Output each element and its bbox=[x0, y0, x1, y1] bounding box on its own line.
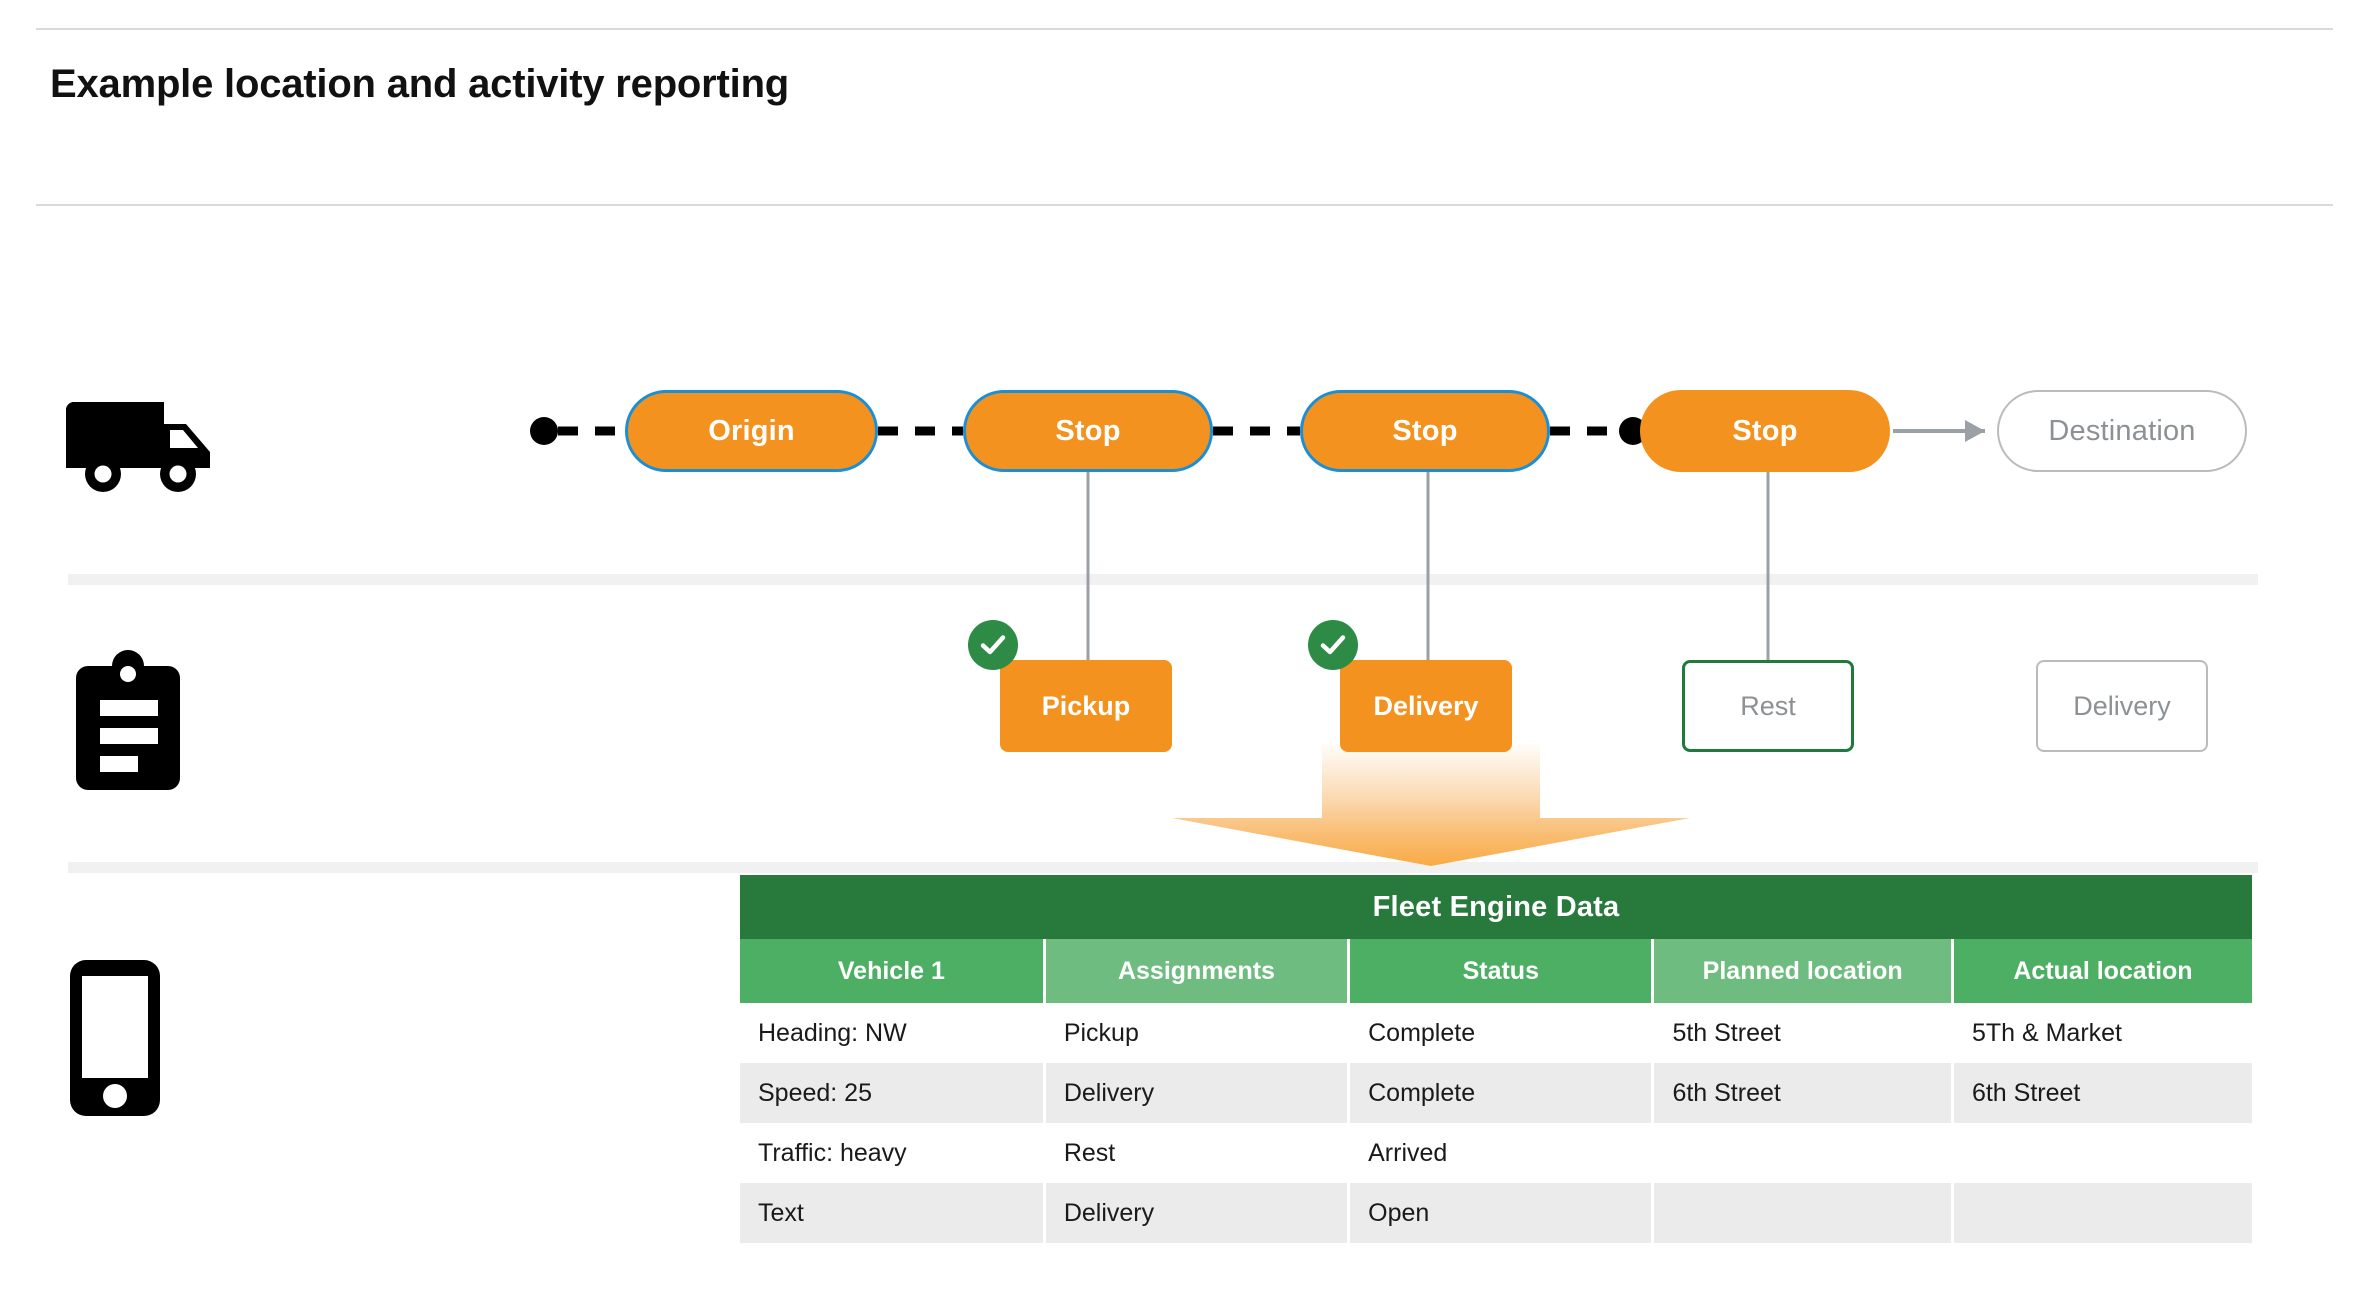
cell-vehicle: Text bbox=[740, 1183, 1046, 1243]
check-circle-icon bbox=[968, 620, 1018, 670]
activity-box-delivery-open[interactable]: Delivery bbox=[2036, 660, 2208, 752]
cell-status: Open bbox=[1348, 1183, 1655, 1243]
check-circle-icon bbox=[1308, 620, 1358, 670]
row-separator-band-2 bbox=[68, 862, 2258, 873]
table-header-row: Vehicle 1 Assignments Status Planned loc… bbox=[740, 939, 2252, 1003]
cell-vehicle: Heading: NW bbox=[740, 1003, 1046, 1063]
data-flow-arrow bbox=[1172, 744, 1690, 866]
route-node-stop-2[interactable]: Stop bbox=[1300, 390, 1550, 472]
route-start-dot bbox=[530, 417, 558, 445]
cell-status: Complete bbox=[1348, 1003, 1655, 1063]
activity-box-rest[interactable]: Rest bbox=[1682, 660, 1854, 752]
route-node-stop-3[interactable]: Stop bbox=[1640, 390, 1890, 472]
cell-planned-location bbox=[1652, 1123, 1954, 1183]
column-header-actual-location[interactable]: Actual location bbox=[1952, 939, 2252, 1003]
title-divider bbox=[36, 204, 2333, 206]
cell-actual-location: 6th Street bbox=[1952, 1063, 2252, 1123]
cell-status: Arrived bbox=[1348, 1123, 1655, 1183]
cell-planned-location: 5th Street bbox=[1652, 1003, 1954, 1063]
fleet-engine-data-table: Fleet Engine Data Vehicle 1 Assignments … bbox=[740, 875, 2252, 1243]
cell-actual-location bbox=[1952, 1123, 2252, 1183]
cell-planned-location bbox=[1652, 1183, 1954, 1243]
row-separator-band-1 bbox=[68, 574, 2258, 585]
cell-assignment: Pickup bbox=[1044, 1003, 1351, 1063]
cell-vehicle: Traffic: heavy bbox=[740, 1123, 1046, 1183]
top-divider bbox=[36, 28, 2333, 30]
truck-icon bbox=[66, 394, 221, 494]
route-node-stop-1[interactable]: Stop bbox=[963, 390, 1213, 472]
activity-box-delivery[interactable]: Delivery bbox=[1340, 660, 1512, 752]
column-header-assignments[interactable]: Assignments bbox=[1044, 939, 1351, 1003]
table-title: Fleet Engine Data bbox=[740, 875, 2252, 939]
activity-box-pickup[interactable]: Pickup bbox=[1000, 660, 1172, 752]
table-row: Speed: 25 Delivery Complete 6th Street 6… bbox=[740, 1063, 2252, 1123]
route-node-origin[interactable]: Origin bbox=[625, 390, 878, 472]
cell-vehicle: Speed: 25 bbox=[740, 1063, 1046, 1123]
table-row: Heading: NW Pickup Complete 5th Street 5… bbox=[740, 1003, 2252, 1063]
cell-status: Complete bbox=[1348, 1063, 1655, 1123]
table-title-row: Fleet Engine Data bbox=[740, 875, 2252, 939]
table-row: Text Delivery Open bbox=[740, 1183, 2252, 1243]
column-header-planned-location[interactable]: Planned location bbox=[1652, 939, 1954, 1003]
clipboard-icon bbox=[68, 648, 188, 793]
cell-assignment: Delivery bbox=[1044, 1063, 1351, 1123]
cell-planned-location: 6th Street bbox=[1652, 1063, 1954, 1123]
page-title: Example location and activity reporting bbox=[50, 62, 790, 106]
column-header-status[interactable]: Status bbox=[1348, 939, 1655, 1003]
cell-actual-location: 5Th & Market bbox=[1952, 1003, 2252, 1063]
column-header-vehicle[interactable]: Vehicle 1 bbox=[740, 939, 1046, 1003]
cell-assignment: Delivery bbox=[1044, 1183, 1351, 1243]
phone-icon bbox=[66, 958, 164, 1118]
cell-actual-location bbox=[1952, 1183, 2252, 1243]
cell-assignment: Rest bbox=[1044, 1123, 1351, 1183]
table-row: Traffic: heavy Rest Arrived bbox=[740, 1123, 2252, 1183]
route-node-destination[interactable]: Destination bbox=[1997, 390, 2247, 472]
